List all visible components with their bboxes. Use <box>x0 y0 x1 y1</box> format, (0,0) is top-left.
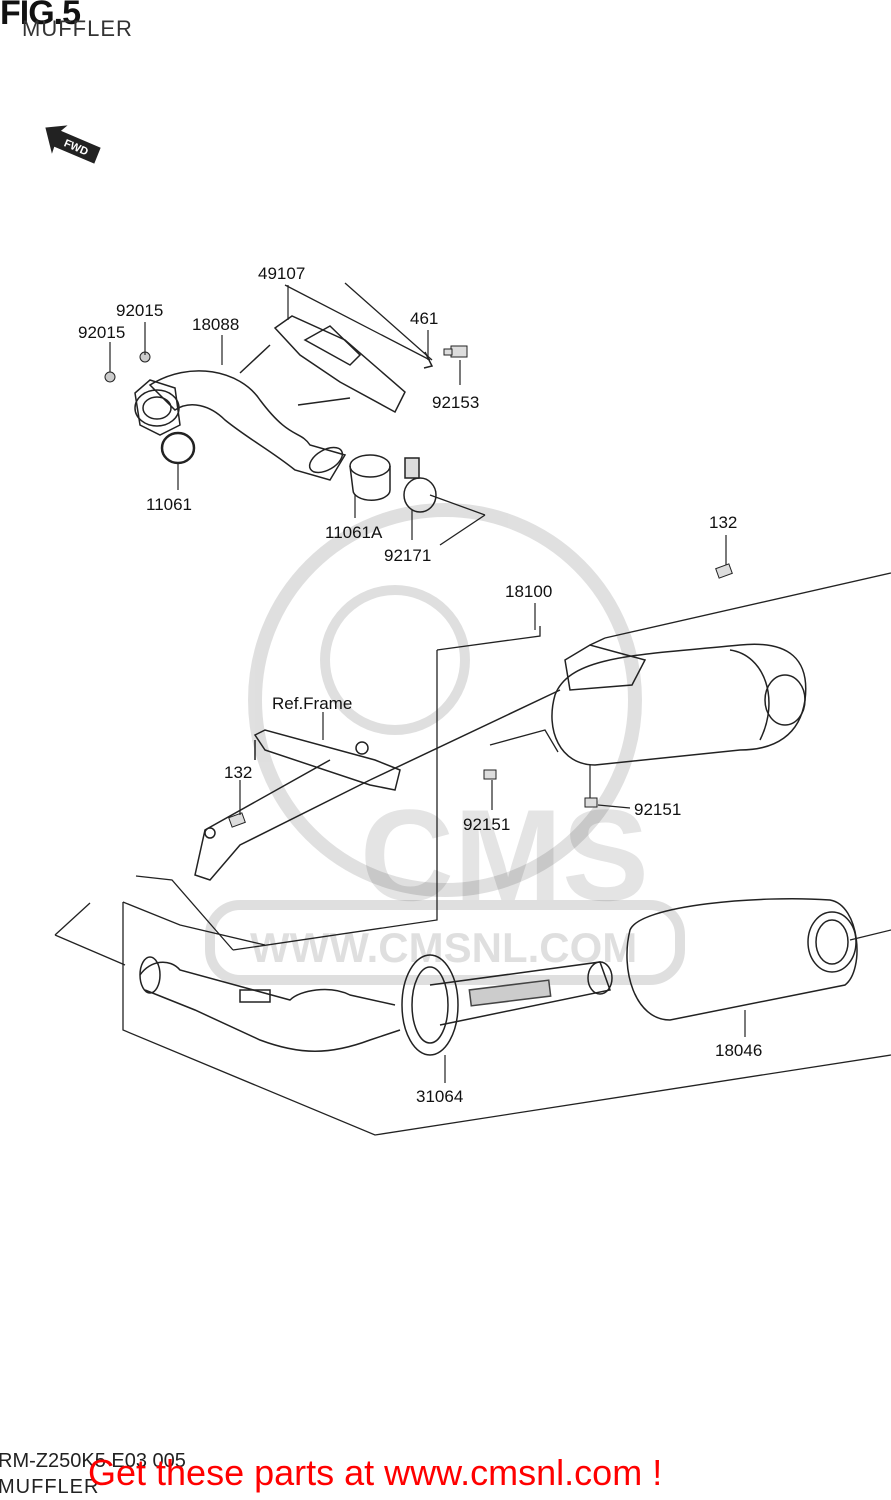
part-number-18100: 18100 <box>505 582 552 601</box>
spark-arrester <box>401 954 613 1056</box>
part-number-92015-top: 92015 <box>116 301 163 320</box>
figure-title: FIG.5 <box>0 0 81 32</box>
part-number-461: 461 <box>410 309 438 328</box>
joint-sleeve <box>349 454 391 501</box>
ref-frame-label: Ref.Frame <box>272 694 352 713</box>
part-number-92151-left: 92151 <box>463 815 510 834</box>
part-number-49107: 49107 <box>258 264 305 283</box>
watermark-banner <box>205 900 685 985</box>
muffler-outer-shell <box>626 898 858 1021</box>
exhaust-header-pipe <box>134 370 347 481</box>
watermark-url: WWW.CMSNL.COM <box>250 924 637 971</box>
gasket-ring <box>160 431 196 465</box>
part-number-11061: 11061 <box>146 495 192 514</box>
footer-subtitle: MUFFLER <box>0 1476 100 1498</box>
part-number-18088: 18088 <box>192 315 239 334</box>
fwd-arrow-icon: FWD <box>45 125 101 164</box>
assembly-outlines <box>54 282 891 1136</box>
figure-subtitle: MUFFLER <box>22 16 133 41</box>
callout-leaders <box>109 285 746 1083</box>
watermark-logo-face <box>320 585 470 735</box>
muffler-body <box>551 637 807 766</box>
watermark-brand: CMS <box>360 782 649 928</box>
part-number-92015-left: 92015 <box>78 323 125 342</box>
part-number-132-left: 132 <box>224 763 252 782</box>
callout-labels: 49107 461 92015 92015 18088 92153 11061 … <box>78 264 762 1106</box>
part-number-18046: 18046 <box>715 1041 762 1060</box>
part-number-132-top: 132 <box>709 513 737 532</box>
part-number-92171: 92171 <box>384 546 431 565</box>
watermark-logo-ring <box>248 503 642 897</box>
part-number-31064: 31064 <box>416 1087 463 1106</box>
part-number-11061A: 11061A <box>325 523 383 542</box>
washer <box>104 371 116 383</box>
part-number-92151-right: 92151 <box>634 800 681 819</box>
watermark <box>205 503 685 985</box>
rear-frame-bracket <box>194 689 561 881</box>
silencer-pipe <box>139 956 401 1052</box>
shop-link-banner[interactable]: Get these parts at www.cmsnl.com ! <box>88 1452 663 1493</box>
part-number-92153: 92153 <box>432 393 479 412</box>
clip <box>423 351 434 369</box>
bolt <box>228 563 733 828</box>
footer-diagram-code: RM-Z250K5 E03 005 <box>0 1450 186 1472</box>
heat-shield <box>239 315 406 414</box>
clamp <box>403 457 437 513</box>
bolt <box>443 345 468 358</box>
